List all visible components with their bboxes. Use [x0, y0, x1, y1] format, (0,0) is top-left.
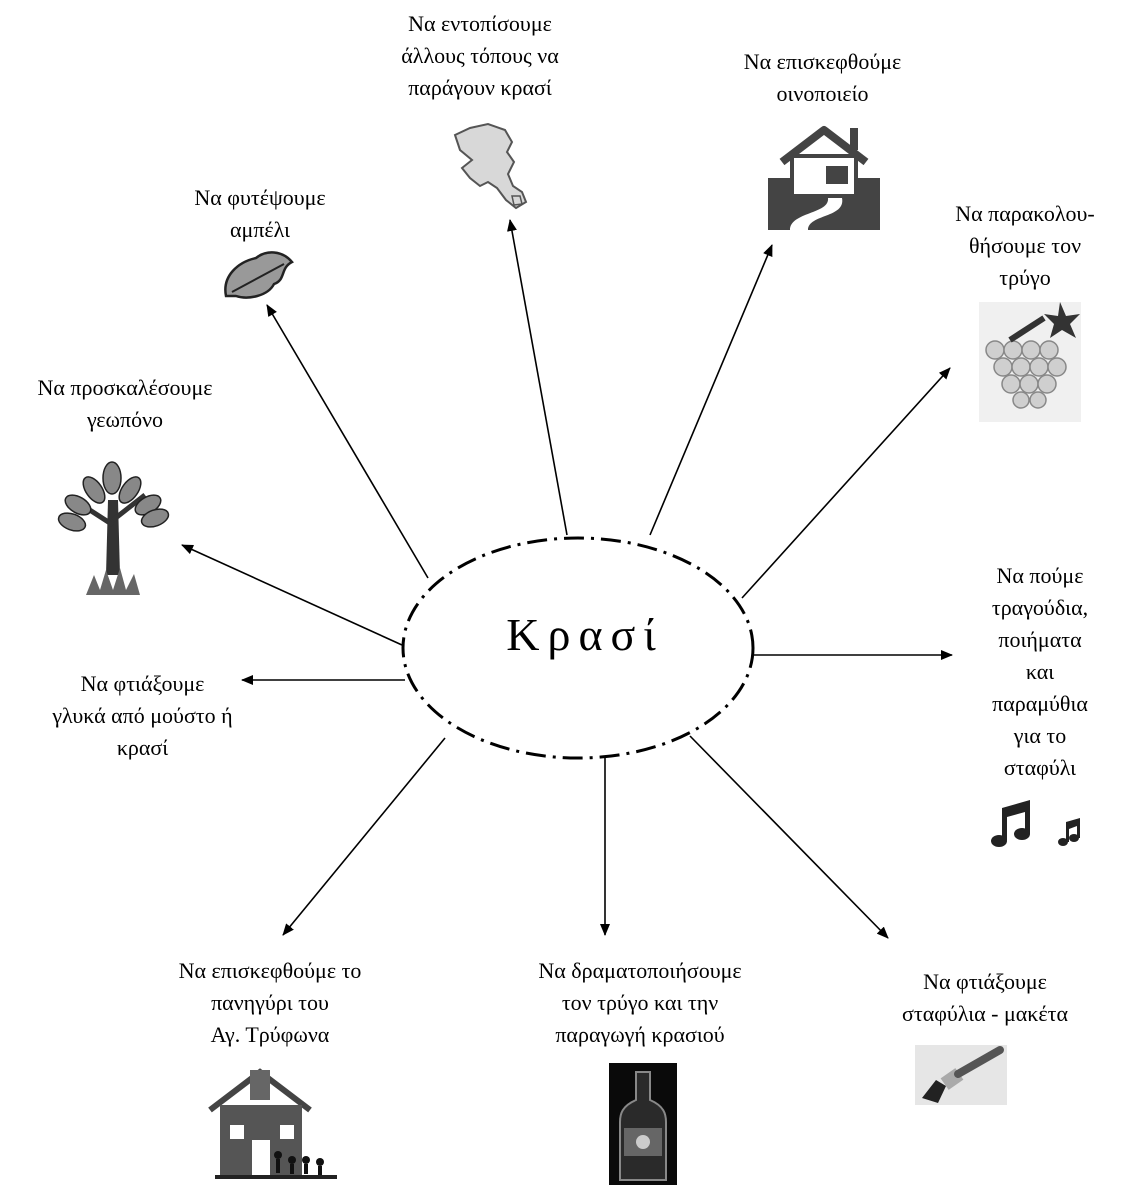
arrow-plant	[266, 304, 429, 579]
arrow-agro	[181, 544, 403, 646]
label-agro: Να προσκαλέσουμε γεωπόνο	[37, 375, 213, 432]
arrow-winery	[649, 244, 773, 536]
label-map: Να εντοπίσουμε άλλους τόπους να παράγουν…	[401, 11, 559, 100]
arrow-festival	[282, 737, 446, 936]
house-icon	[768, 126, 880, 230]
center-ellipse	[401, 536, 755, 760]
label-sweets: Να φτιάξουμε γλυκά από μούστο ή κρασί	[52, 671, 233, 760]
tree-icon	[57, 461, 170, 595]
arrow-map	[507, 219, 568, 536]
vine-leaf-icon	[224, 251, 294, 299]
label-model: Να φτιάξουμε σταφύλια - μακέτα	[902, 969, 1068, 1026]
label-festival: Να επισκεφθούμε το πανηγύρι του Αγ. Τρύφ…	[178, 958, 362, 1047]
label-winery: Να επισκεφθούμε οινοποιείο	[743, 49, 902, 106]
greece-map-icon	[453, 122, 528, 210]
label-drama: Να δραματοποιήσουμε τον τρύγο και την πα…	[538, 958, 742, 1047]
church-icon	[208, 1068, 337, 1179]
label-harvest: Να παρακολου- θήσουμε τον τρύγο	[955, 201, 1095, 290]
arrows	[181, 219, 953, 939]
music-notes-icon	[991, 800, 1080, 847]
center-label: Κρασί	[506, 609, 664, 660]
wine-bottle-icon	[609, 1063, 677, 1185]
paintbrush-icon	[915, 1045, 1007, 1105]
label-songs: Να πούμε τραγούδια, ποιήματα και παραμύθ…	[991, 563, 1089, 780]
grapes-icon	[979, 302, 1081, 422]
arrow-model	[689, 735, 889, 939]
arrow-harvest	[741, 367, 951, 599]
label-plant: Να φυτέψουμε αμπέλι	[194, 185, 326, 242]
